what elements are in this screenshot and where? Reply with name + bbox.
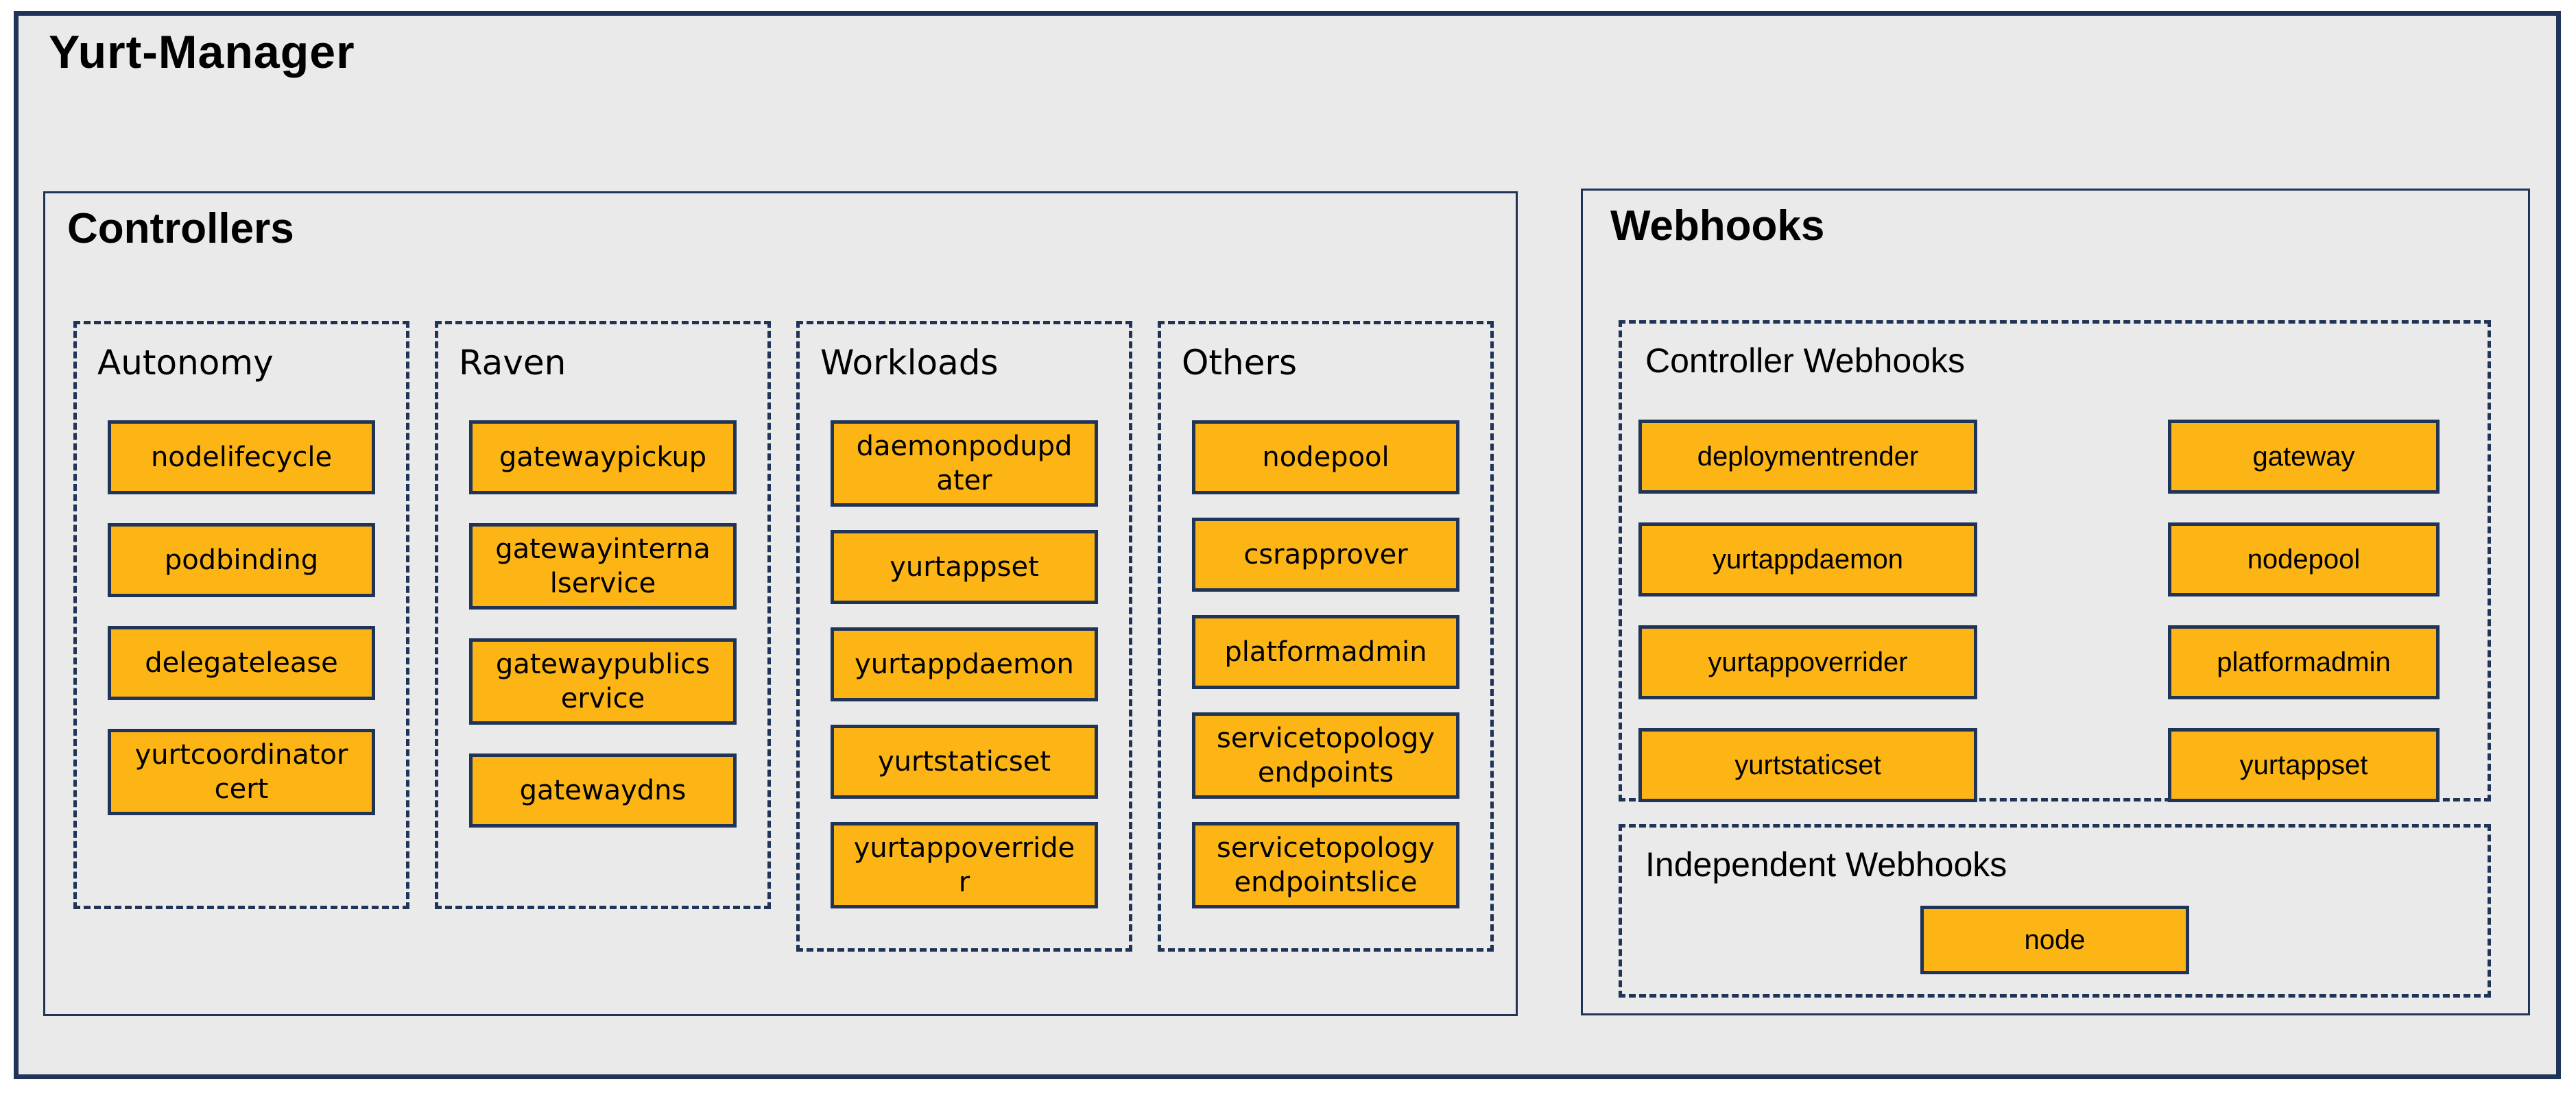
webhooks-title: Webhooks <box>1610 202 1825 250</box>
box-node: node <box>1920 906 2189 974</box>
box-webhook-yurtappset: yurtappset <box>2168 728 2440 802</box>
controllers-panel: Controllers Autonomy nodelifecycle podbi… <box>43 191 1518 1016</box>
box-podbinding: podbinding <box>108 523 375 597</box>
box-webhook-nodepool: nodepool <box>2168 522 2440 596</box>
box-gatewayinternalservice: gatewayinternalservice <box>469 523 737 610</box>
box-yurtappset: yurtappset <box>831 530 1098 604</box>
diagram-title: Yurt-Manager <box>49 26 355 78</box>
box-yurtappoverrider: yurtappoverrider <box>831 822 1098 908</box>
independent-webhooks-title: Independent Webhooks <box>1645 845 2007 884</box>
group-autonomy: Autonomy nodelifecycle podbinding delega… <box>73 321 409 909</box>
box-webhook-gateway: gateway <box>2168 420 2440 494</box>
box-webhook-yurtstaticset: yurtstaticset <box>1638 728 1977 802</box>
group-raven-boxes: gatewaypickup gatewayinternalservice gat… <box>438 420 767 828</box>
box-delegatelease: delegatelease <box>108 626 375 700</box>
group-autonomy-boxes: nodelifecycle podbinding delegatelease y… <box>77 420 406 815</box>
box-yurtcoordinatorcert: yurtcoordinatorcert <box>108 729 375 815</box>
group-controller-webhooks: Controller Webhooks deploymentrender yur… <box>1619 320 2491 802</box>
group-autonomy-title: Autonomy <box>97 343 274 383</box>
yurt-manager-frame: Yurt-Manager Controllers Autonomy nodeli… <box>14 11 2561 1079</box>
box-webhook-yurtappdaemon: yurtappdaemon <box>1638 522 1977 596</box>
group-independent-webhooks: Independent Webhooks node <box>1619 824 2491 998</box>
controller-webhooks-right-column: gateway nodepool platformadmin yurtappse… <box>2168 420 2440 802</box>
box-servicetopologyendpointslice: servicetopologyendpointslice <box>1192 822 1459 908</box>
group-workloads-title: Workloads <box>820 343 999 383</box>
box-yurtappdaemon: yurtappdaemon <box>831 627 1098 701</box>
group-workloads-boxes: daemonpodupdater yurtappset yurtappdaemo… <box>800 420 1129 908</box>
controller-webhooks-columns: deploymentrender yurtappdaemon yurtappov… <box>1622 420 2488 802</box>
webhooks-panel: Webhooks Controller Webhooks deploymentr… <box>1581 189 2530 1015</box>
group-others: Others nodepool csrapprover platformadmi… <box>1158 321 1494 952</box>
group-workloads: Workloads daemonpodupdater yurtappset yu… <box>796 321 1132 952</box>
box-webhook-yurtappoverrider: yurtappoverrider <box>1638 625 1977 699</box>
controllers-title: Controllers <box>67 205 294 252</box>
box-platformadmin: platformadmin <box>1192 615 1459 689</box>
box-webhook-platformadmin: platformadmin <box>2168 625 2440 699</box>
box-nodepool: nodepool <box>1192 420 1459 494</box>
controller-webhooks-title: Controller Webhooks <box>1645 341 1965 380</box>
box-yurtstaticset: yurtstaticset <box>831 725 1098 799</box>
box-gatewaypublicservice: gatewaypublicservice <box>469 638 737 725</box>
box-nodelifecycle: nodelifecycle <box>108 420 375 494</box>
box-daemonpodupdater: daemonpodupdater <box>831 420 1098 507</box>
box-servicetopologyendpoints: servicetopologyendpoints <box>1192 712 1459 799</box>
box-deploymentrender: deploymentrender <box>1638 420 1977 494</box>
controller-webhooks-left-column: deploymentrender yurtappdaemon yurtappov… <box>1638 420 1977 802</box>
box-csrapprover: csrapprover <box>1192 518 1459 592</box>
group-raven-title: Raven <box>459 343 567 383</box>
group-raven: Raven gatewaypickup gatewayinternalservi… <box>435 321 771 909</box>
group-others-title: Others <box>1182 343 1298 383</box>
box-gatewaypickup: gatewaypickup <box>469 420 737 494</box>
box-gatewaydns: gatewaydns <box>469 754 737 828</box>
group-others-boxes: nodepool csrapprover platformadmin servi… <box>1161 420 1490 908</box>
controllers-groups-row: Autonomy nodelifecycle podbinding delega… <box>73 321 1494 952</box>
